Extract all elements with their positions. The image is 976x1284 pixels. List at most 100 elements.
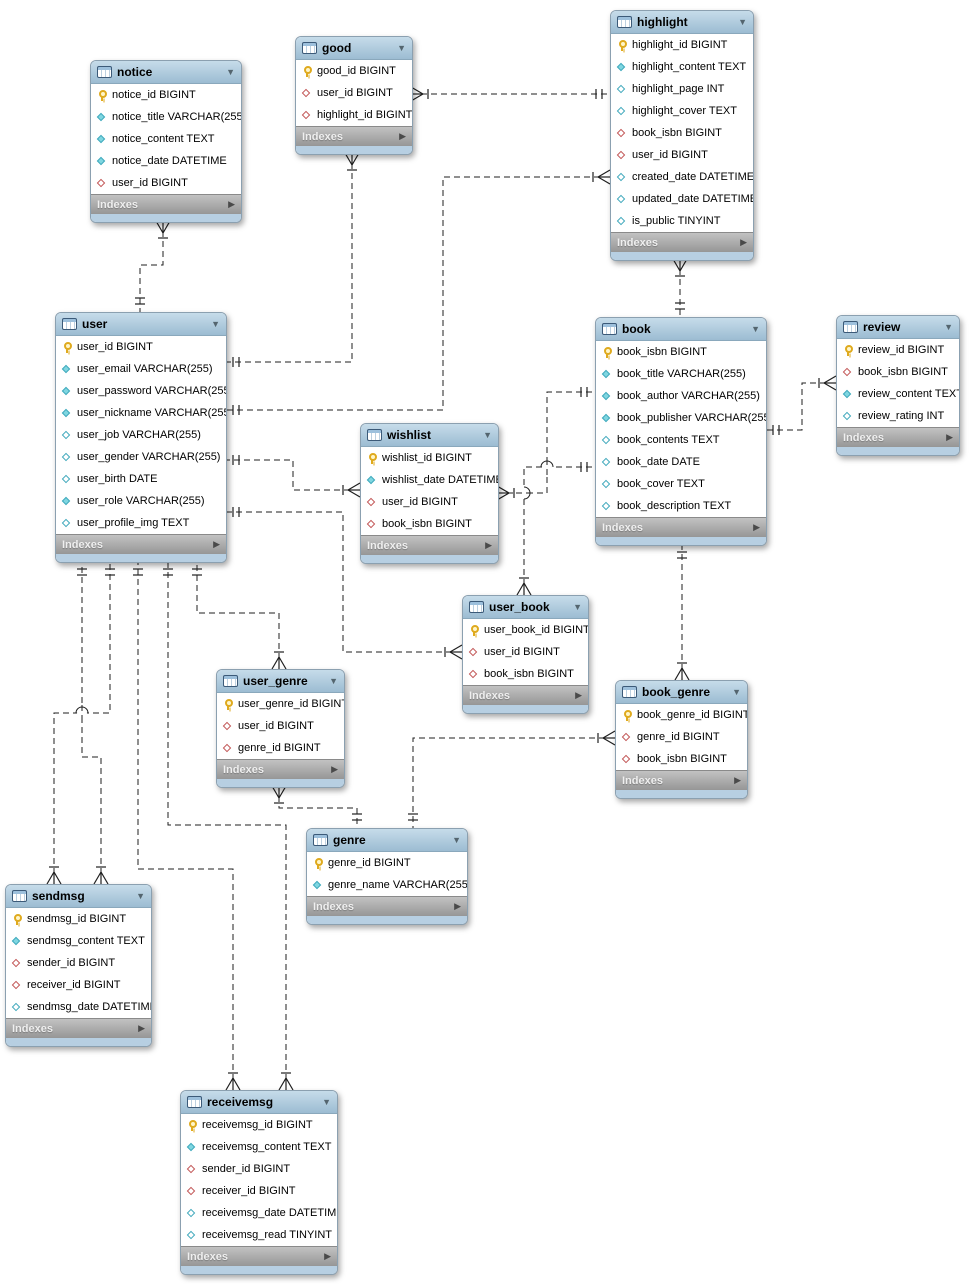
relationship-user_genre-genre[interactable] [271, 785, 362, 828]
table-header[interactable]: good ▼ [296, 37, 412, 60]
expand-indexes-icon[interactable]: ▶ [331, 764, 338, 774]
table-title: book [622, 322, 651, 336]
table-book_genre[interactable]: book_genre ▼ book_genre_id BIGINT genre_… [615, 680, 748, 799]
relationship-notice-user[interactable] [135, 220, 171, 312]
table-header[interactable]: user_book ▼ [463, 596, 588, 619]
table-header[interactable]: book_genre ▼ [616, 681, 747, 704]
table-header[interactable]: highlight ▼ [611, 11, 753, 34]
relationship-good-user[interactable] [225, 152, 360, 367]
table-wishlist[interactable]: wishlist ▼ wishlist_id BIGINT wishlist_d… [360, 423, 499, 564]
relationship-sendmsg-user-2[interactable] [77, 561, 109, 885]
indexes-bar[interactable]: Indexes ▶ [307, 896, 467, 916]
relationship-highlight-book[interactable] [672, 258, 688, 317]
table-notice[interactable]: notice ▼ notice_id BIGINT notice_title V… [90, 60, 242, 223]
collapse-arrow-icon[interactable]: ▼ [329, 675, 338, 686]
collapse-arrow-icon[interactable]: ▼ [397, 42, 406, 53]
relationship-user_book-book[interactable] [516, 462, 595, 596]
collapse-arrow-icon[interactable]: ▼ [738, 16, 747, 27]
expand-indexes-icon[interactable]: ▶ [324, 1251, 331, 1261]
indexes-bar[interactable]: Indexes ▶ [181, 1246, 337, 1266]
column-row: wishlist_id BIGINT [361, 447, 498, 469]
expand-indexes-icon[interactable]: ▶ [734, 775, 741, 785]
relationship-receivemsg-user-2[interactable] [163, 561, 294, 1091]
line-jump [75, 705, 89, 721]
table-header[interactable]: notice ▼ [91, 61, 241, 84]
relationship-user_book-user[interactable] [225, 507, 463, 660]
table-user_genre[interactable]: user_genre ▼ user_genre_id BIGINT user_i… [216, 669, 345, 788]
column-row: receivemsg_date DATETIME [181, 1202, 337, 1224]
collapse-arrow-icon[interactable]: ▼ [732, 686, 741, 697]
indexes-bar[interactable]: Indexes ▶ [361, 535, 498, 555]
table-header[interactable]: user ▼ [56, 313, 226, 336]
indexes-bar[interactable]: Indexes ▶ [611, 232, 753, 252]
column-row: notice_id BIGINT [91, 84, 241, 106]
table-review[interactable]: review ▼ review_id BIGINT book_isbn BIGI… [836, 315, 960, 456]
table-user[interactable]: user ▼ user_id BIGINT user_email VARCHAR… [55, 312, 227, 563]
indexes-bar[interactable]: Indexes ▶ [596, 517, 766, 537]
column-row: book_author VARCHAR(255) [596, 385, 766, 407]
relationship-wishlist-book[interactable] [496, 387, 595, 501]
relationship-sendmsg-user-1[interactable] [46, 561, 115, 885]
relationship-book_genre-genre[interactable] [408, 730, 616, 828]
table-title: user [82, 317, 108, 331]
collapse-arrow-icon[interactable]: ▼ [483, 429, 492, 440]
relationship-highlight-user[interactable] [225, 169, 611, 415]
collapse-arrow-icon[interactable]: ▼ [226, 66, 235, 77]
table-good[interactable]: good ▼ good_id BIGINT user_id BIGINT hig… [295, 36, 413, 155]
table-sendmsg[interactable]: sendmsg ▼ sendmsg_id BIGINT sendmsg_cont… [5, 884, 152, 1047]
table-header[interactable]: receivemsg ▼ [181, 1091, 337, 1114]
relationship-book_genre-book[interactable] [674, 544, 690, 681]
column-icon [187, 1208, 197, 1219]
relationship-good-highlight[interactable] [410, 86, 610, 102]
expand-indexes-icon[interactable]: ▶ [213, 539, 220, 549]
column-row: user_genre_id BIGINT [217, 693, 344, 715]
table-header[interactable]: sendmsg ▼ [6, 885, 151, 908]
table-header[interactable]: review ▼ [837, 316, 959, 339]
table-columns: user_book_id BIGINT user_id BIGINT book_… [463, 619, 588, 685]
collapse-arrow-icon[interactable]: ▼ [573, 601, 582, 612]
table-book[interactable]: book ▼ book_isbn BIGINT book_title VARCH… [595, 317, 767, 546]
table-highlight[interactable]: highlight ▼ highlight_id BIGINT highligh… [610, 10, 754, 261]
indexes-bar[interactable]: Indexes ▶ [6, 1018, 151, 1038]
collapse-arrow-icon[interactable]: ▼ [211, 318, 220, 329]
collapse-arrow-icon[interactable]: ▼ [452, 834, 461, 845]
expand-indexes-icon[interactable]: ▶ [575, 690, 582, 700]
indexes-bar[interactable]: Indexes ▶ [217, 759, 344, 779]
expand-indexes-icon[interactable]: ▶ [454, 901, 461, 911]
collapse-arrow-icon[interactable]: ▼ [322, 1096, 331, 1107]
indexes-bar[interactable]: Indexes ▶ [837, 427, 959, 447]
table-receivemsg[interactable]: receivemsg ▼ receivemsg_id BIGINT receiv… [180, 1090, 338, 1275]
collapse-arrow-icon[interactable]: ▼ [751, 323, 760, 334]
expand-indexes-icon[interactable]: ▶ [228, 199, 235, 209]
indexes-bar[interactable]: Indexes ▶ [296, 126, 412, 146]
indexes-bar[interactable]: Indexes ▶ [91, 194, 241, 214]
table-genre[interactable]: genre ▼ genre_id BIGINT genre_name VARCH… [306, 828, 468, 925]
table-header[interactable]: book ▼ [596, 318, 766, 341]
expand-indexes-icon[interactable]: ▶ [399, 131, 406, 141]
foreign-key-icon [187, 1164, 197, 1175]
expand-indexes-icon[interactable]: ▶ [138, 1023, 145, 1033]
relationship-wishlist-user[interactable] [225, 455, 361, 498]
expand-indexes-icon[interactable]: ▶ [753, 522, 760, 532]
table-user_book[interactable]: user_book ▼ user_book_id BIGINT user_id … [462, 595, 589, 714]
column-row: notice_content TEXT [91, 128, 241, 150]
column-icon [617, 62, 627, 73]
table-header[interactable]: user_genre ▼ [217, 670, 344, 693]
expand-indexes-icon[interactable]: ▶ [946, 432, 953, 442]
table-header[interactable]: genre ▼ [307, 829, 467, 852]
expand-indexes-icon[interactable]: ▶ [485, 540, 492, 550]
collapse-arrow-icon[interactable]: ▼ [944, 321, 953, 332]
indexes-bar[interactable]: Indexes ▶ [616, 770, 747, 790]
relationship-review-book[interactable] [765, 375, 837, 435]
collapse-arrow-icon[interactable]: ▼ [136, 890, 145, 901]
column-row: book_isbn BIGINT [837, 361, 959, 383]
relationship-user_genre-user[interactable] [192, 561, 287, 670]
table-header[interactable]: wishlist ▼ [361, 424, 498, 447]
relationship-receivemsg-user-1[interactable] [133, 561, 241, 1091]
column-row: notice_date DATETIME [91, 150, 241, 172]
column-row: good_id BIGINT [296, 60, 412, 82]
indexes-bar[interactable]: Indexes ▶ [463, 685, 588, 705]
expand-indexes-icon[interactable]: ▶ [740, 237, 747, 247]
indexes-bar[interactable]: Indexes ▶ [56, 534, 226, 554]
